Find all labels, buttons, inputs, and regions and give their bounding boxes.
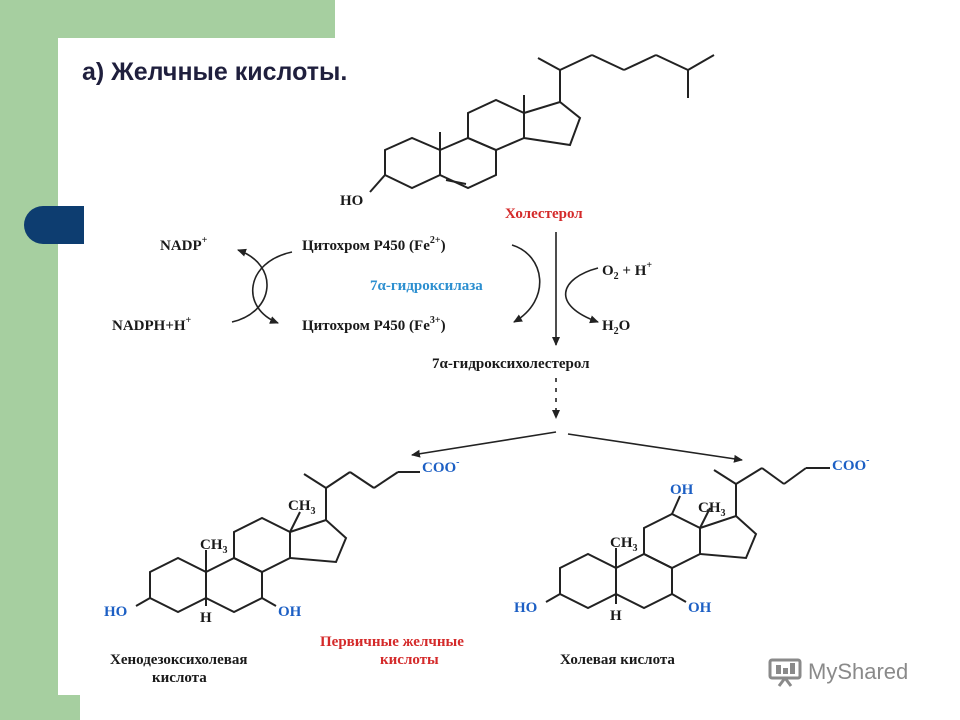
primary-acids-label-line2: кислоты <box>380 652 439 668</box>
watermark-text: MyShared <box>808 659 909 684</box>
right-acid-oh-top: OH <box>670 482 694 498</box>
cytochrome-fe2-label: Цитохром P450 (Fe2+) <box>302 235 446 254</box>
right-acid-name: Холевая кислота <box>560 652 675 668</box>
cholesterol-label: Холестерол <box>505 206 583 222</box>
branch-arrow-left <box>411 431 557 458</box>
left-acid-ho: HO <box>104 604 127 620</box>
slide-bottom-band <box>0 695 80 720</box>
cholic-acid-structure <box>545 467 830 610</box>
slide-content-panel <box>58 38 960 695</box>
watermark: MyShared <box>768 657 908 687</box>
presentation-board-icon <box>768 658 802 687</box>
cytochrome-arc-arrow <box>511 244 541 323</box>
water-label: H2O <box>602 318 630 337</box>
left-acid-name-line2: кислота <box>152 670 207 686</box>
nadph-label: NADPH+H+ <box>112 315 192 334</box>
oxygen-label: O2 + H+ <box>602 260 652 282</box>
right-acid-ho: HO <box>514 600 537 616</box>
enzyme-label: 7α-гидроксилаза <box>370 278 483 294</box>
cholesterol-ho-label: HO <box>340 193 363 209</box>
nadp-label: NADP+ <box>160 235 208 254</box>
nadp-arc-arrow-right <box>252 251 293 324</box>
left-acid-h: H <box>200 610 212 626</box>
right-acid-oh: OH <box>688 600 712 616</box>
left-acid-ch3-top: CH3 <box>288 498 316 517</box>
right-acid-carboxylate: COO- <box>832 455 870 474</box>
slide-left-band <box>0 0 58 720</box>
product-label: 7α-гидроксихолестерол <box>432 356 590 372</box>
slide-top-band <box>0 0 335 38</box>
cholesterol-structure: HO <box>340 54 715 209</box>
cytochrome-fe3-label: Цитохром P450 (Fe3+) <box>302 315 446 334</box>
left-acid-ch3-mid: CH3 <box>200 537 228 556</box>
chenodeoxycholic-acid-structure <box>135 471 420 614</box>
left-acid-oh: OH <box>278 604 302 620</box>
slide-accent-tab <box>24 206 84 244</box>
branch-arrow-right <box>567 433 743 463</box>
slide-title: а) Желчные кислоты. <box>82 58 348 86</box>
nadp-arc-arrow-left <box>231 248 268 323</box>
oxygen-water-arc-arrow <box>564 267 599 324</box>
primary-acids-label-line1: Первичные желчные <box>320 634 464 650</box>
right-acid-ch3-mid: CH3 <box>610 535 638 554</box>
left-acid-carboxylate: COO- <box>422 457 460 476</box>
right-acid-h: H <box>610 608 622 624</box>
right-acid-ch3-top: CH3 <box>698 500 726 519</box>
left-acid-name-line1: Хенодезоксихолевая <box>110 652 247 668</box>
